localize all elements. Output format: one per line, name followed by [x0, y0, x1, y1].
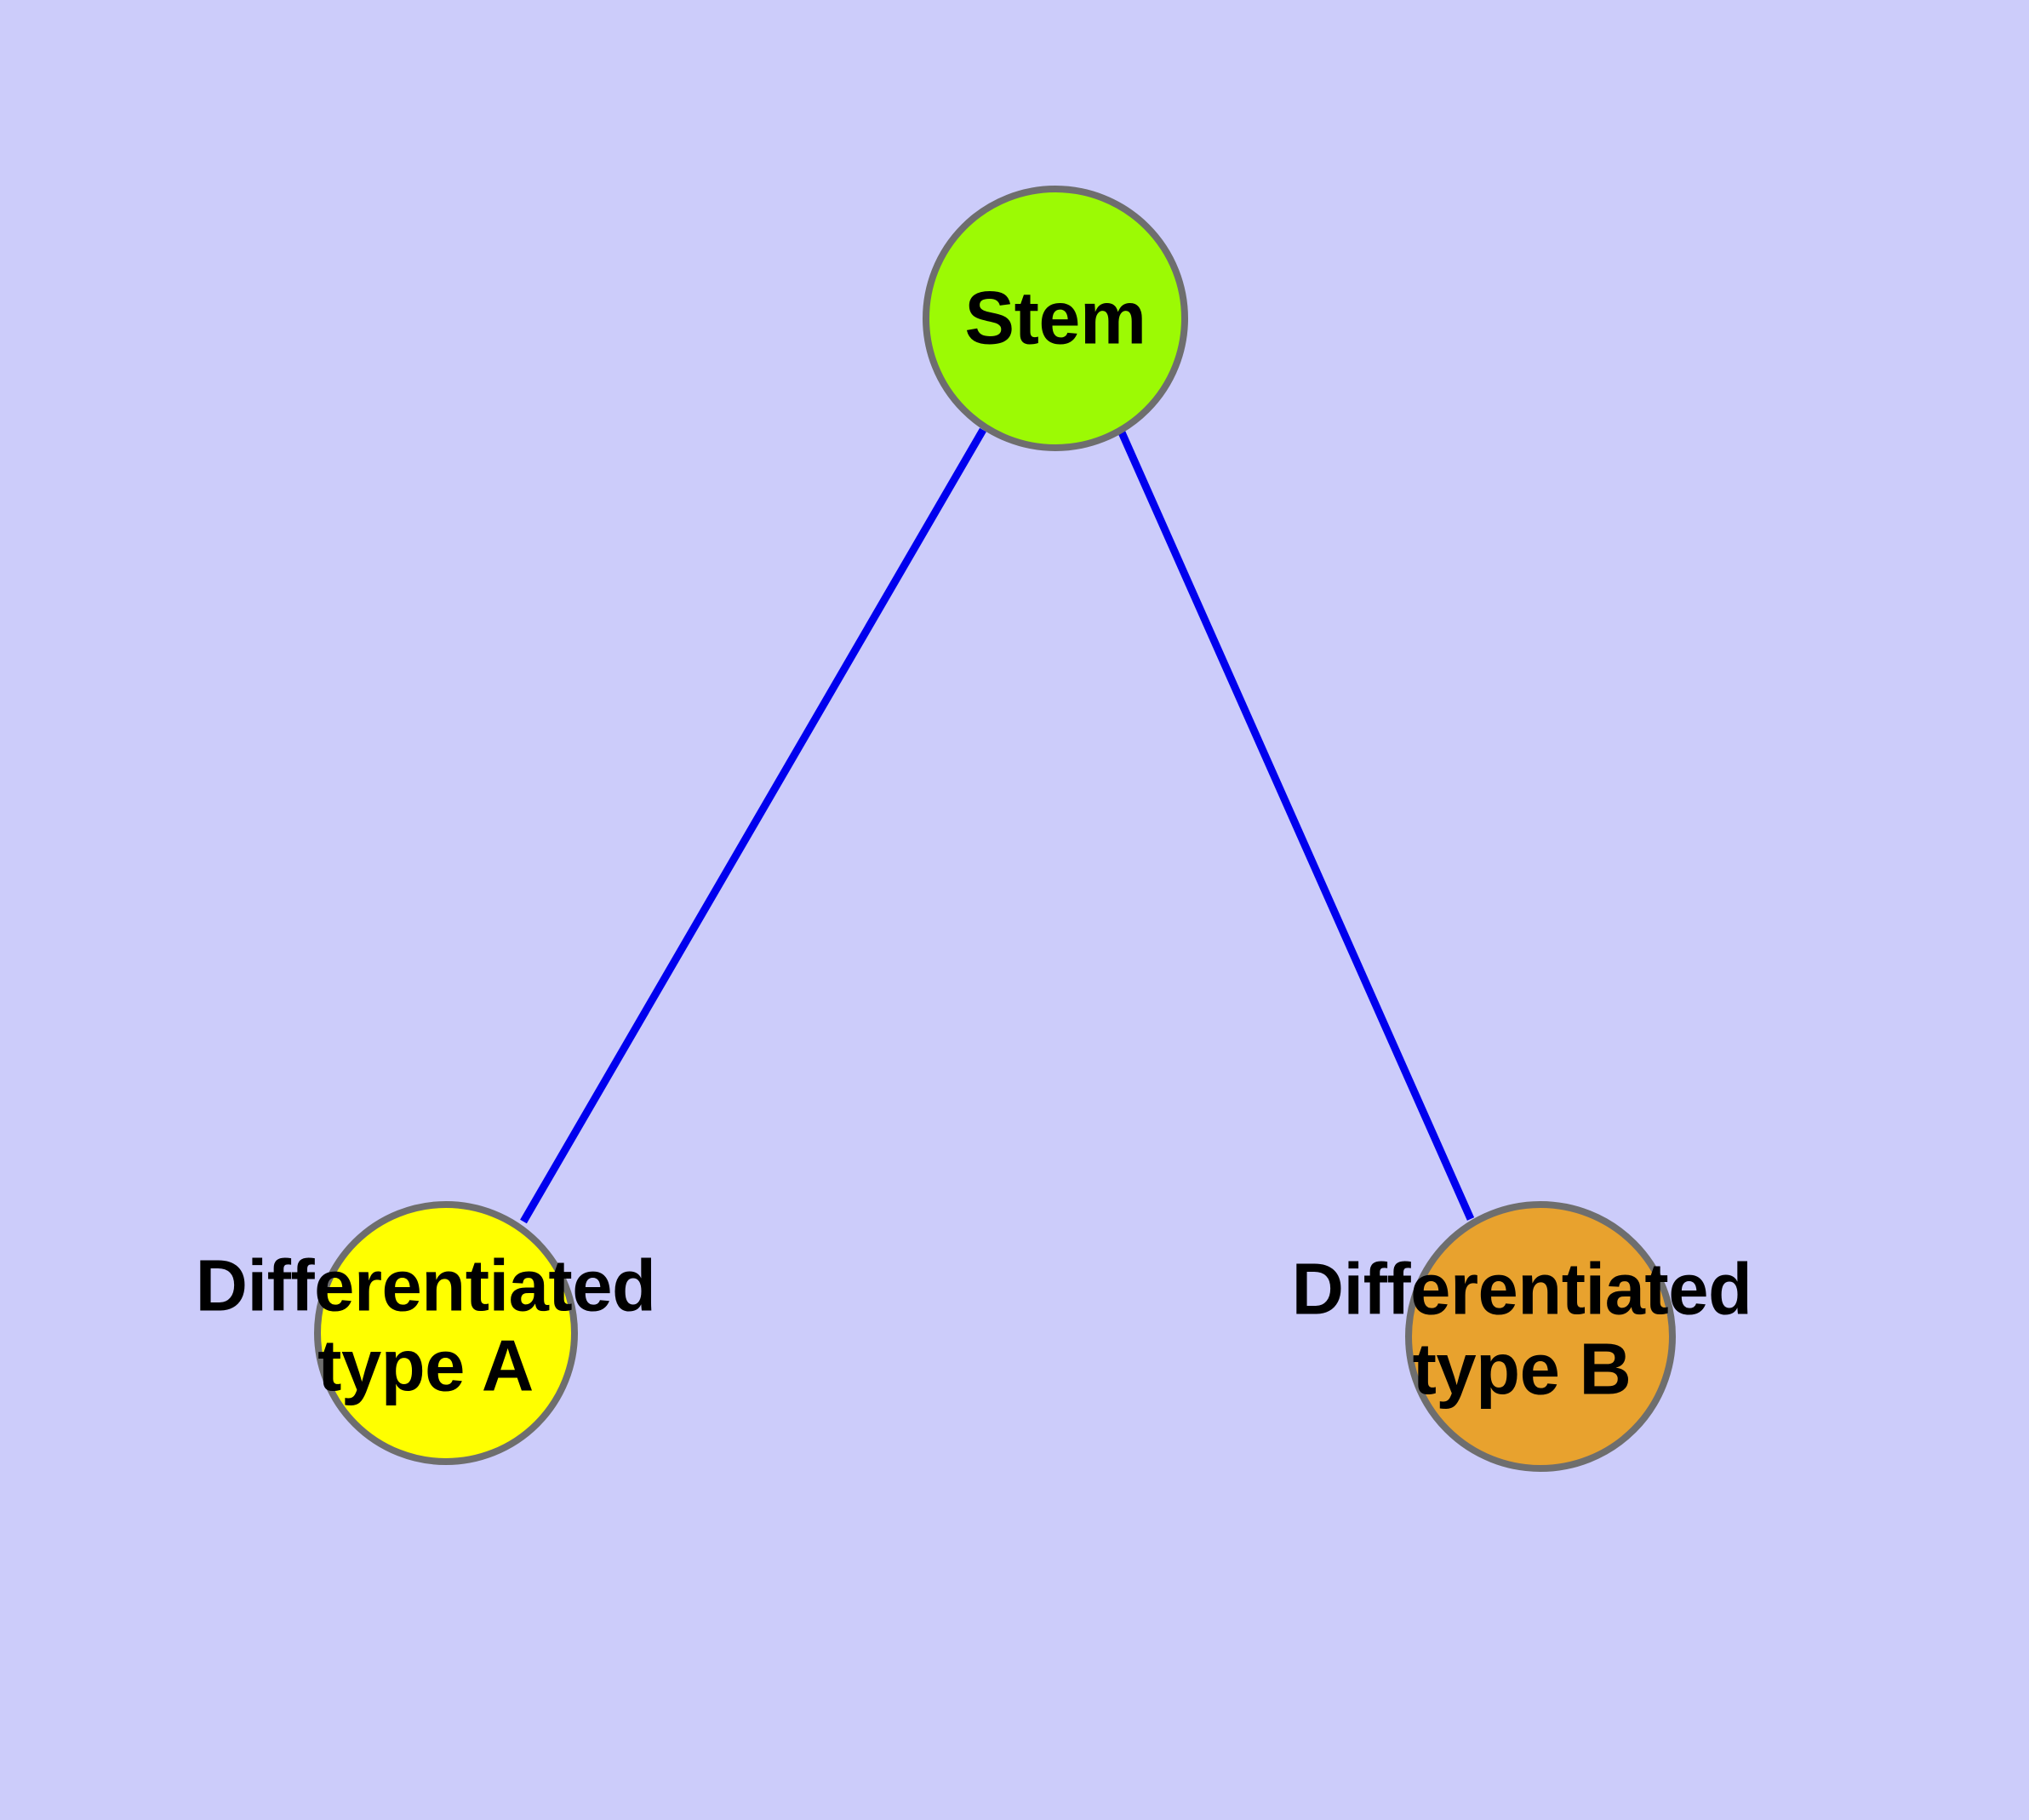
- edge-layer: [520, 427, 1475, 1224]
- edge-stem-to-diff-b[interactable]: [1117, 431, 1475, 1221]
- node-differentiated-type-a[interactable]: [314, 1201, 578, 1465]
- edge-stem-to-diff-a[interactable]: [520, 427, 986, 1224]
- node-differentiated-type-b[interactable]: [1405, 1201, 1676, 1472]
- node-layer: [314, 186, 1676, 1472]
- node-stem[interactable]: [923, 186, 1188, 451]
